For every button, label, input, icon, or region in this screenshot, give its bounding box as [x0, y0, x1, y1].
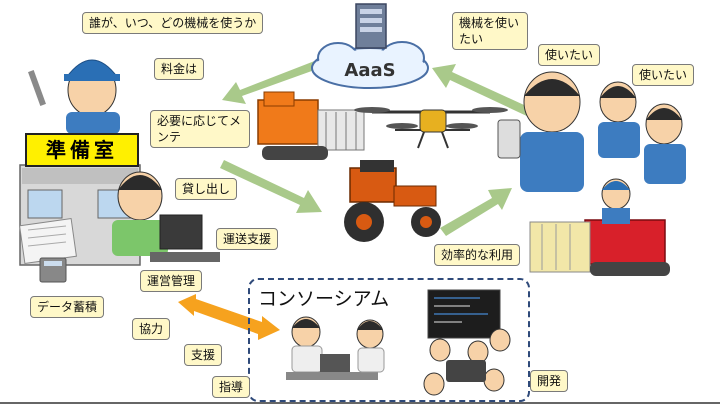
- drone-icon: [354, 107, 508, 149]
- arrow-office-to-tractor: [220, 160, 322, 213]
- arrow-server-to-office: [222, 55, 334, 104]
- calculator-icon: [39, 257, 67, 283]
- arrow-farmers-to-server: [432, 64, 535, 118]
- consortium-student-icon: [356, 319, 385, 373]
- developer-team-icon: [423, 289, 511, 396]
- building-sign: 準備室: [25, 133, 139, 167]
- bubble-guidance: 指導: [212, 376, 251, 398]
- consortium-label: コンソーシアム: [258, 288, 390, 310]
- server-label: AaaS: [344, 60, 396, 81]
- bubble-transport: 運送支援: [216, 228, 279, 250]
- mechanic-person-icon: [28, 59, 120, 134]
- bubble-support: 支援: [184, 344, 223, 366]
- bubble-maintenance: 必要に応じてメンテ: [150, 110, 250, 148]
- consortium-box: [248, 278, 530, 402]
- bubble-who-when: 誰が、いつ、どの機械を使うか: [82, 12, 264, 34]
- rice-planter-icon: [529, 178, 670, 276]
- office-worker-icon: [112, 171, 220, 262]
- cloud-icon: [311, 41, 429, 89]
- bubble-efficient-use: 効率的な利用: [434, 244, 521, 266]
- bubble-development: 開発: [530, 370, 569, 392]
- bubble-want-machine: 機械を使いたい: [452, 12, 528, 50]
- arrow-cooperation: [178, 294, 280, 340]
- combine-harvester-icon: [257, 91, 365, 160]
- bubble-want-1: 使いたい: [538, 44, 601, 66]
- bubble-want-2: 使いたい: [632, 64, 695, 86]
- bubble-fee: 料金は: [154, 58, 205, 80]
- server-icon: [355, 3, 387, 49]
- documents-icon: [19, 218, 77, 264]
- arrow-tractor-to-farmers: [440, 188, 512, 236]
- bubble-data: データ蓄積: [30, 296, 105, 318]
- consortium-instructor-icon: [286, 316, 378, 380]
- bubble-cooperation: 協力: [132, 318, 171, 340]
- farmer-group-icon: [497, 71, 686, 192]
- tractor-icon: [344, 160, 441, 242]
- bubble-operation: 運営管理: [140, 270, 203, 292]
- bubble-lending: 貸し出し: [175, 178, 238, 200]
